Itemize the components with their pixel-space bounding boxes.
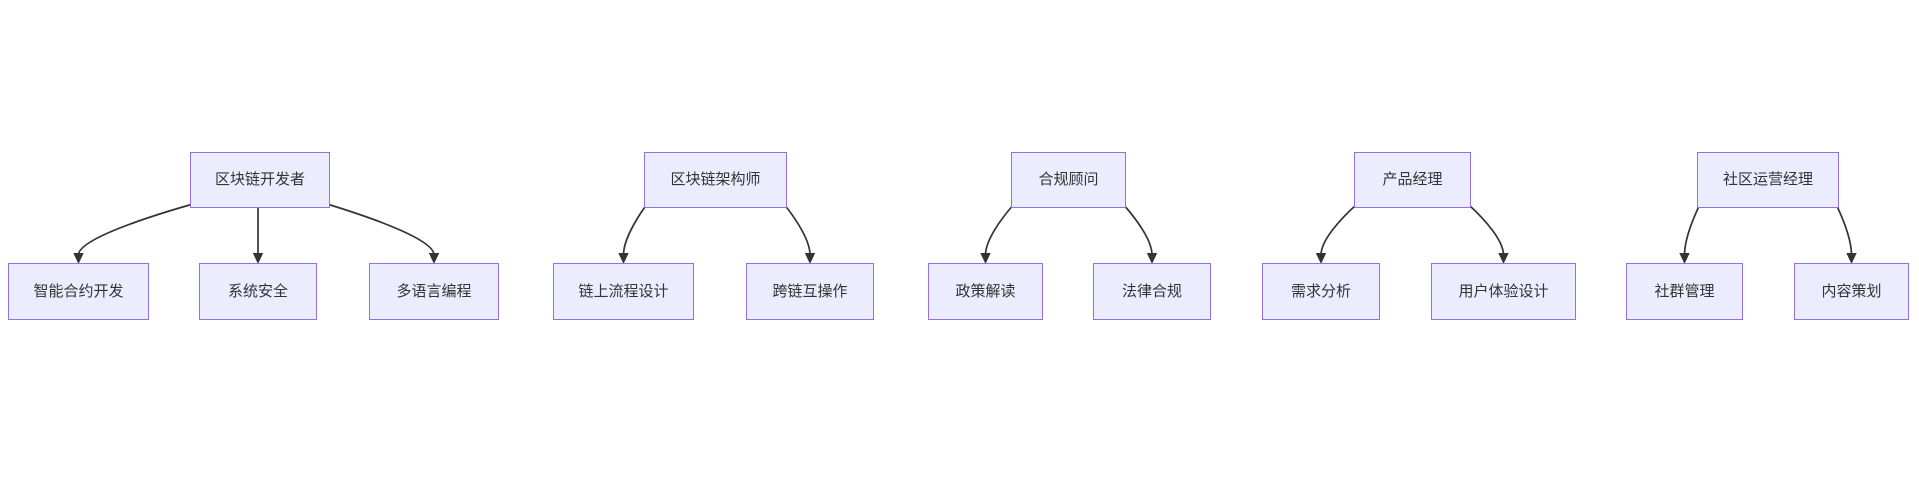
child-node-label: 多语言编程 xyxy=(396,282,472,300)
child-node-label: 法律合规 xyxy=(1121,282,1182,300)
edge-connector xyxy=(1683,203,1701,256)
edge-connector xyxy=(1320,203,1358,256)
edge-connector xyxy=(326,203,435,256)
node-product-manager: 产品经理 xyxy=(1354,152,1471,208)
node-community-management: 社群管理 xyxy=(1626,263,1743,320)
edge-connector xyxy=(783,203,811,256)
edge-connector xyxy=(1122,203,1153,256)
edge-connector xyxy=(984,203,1015,256)
root-node-label: 社区运营经理 xyxy=(1722,171,1813,188)
node-user-experience-design: 用户体验设计 xyxy=(1431,263,1576,320)
child-node-label: 链上流程设计 xyxy=(578,282,669,300)
node-content-planning: 内容策划 xyxy=(1794,263,1909,320)
child-node-label: 系统安全 xyxy=(227,282,288,300)
node-blockchain-developer: 区块链开发者 xyxy=(190,152,330,208)
node-policy-interpretation: 政策解读 xyxy=(928,263,1043,320)
child-node-label: 需求分析 xyxy=(1290,282,1351,300)
node-multilingual-programming: 多语言编程 xyxy=(369,263,499,320)
node-community-operations-manager: 社区运营经理 xyxy=(1697,152,1839,208)
node-legal-compliance: 法律合规 xyxy=(1093,263,1211,320)
root-node-label: 产品经理 xyxy=(1382,171,1443,188)
node-system-security: 系统安全 xyxy=(199,263,317,320)
child-node-label: 用户体验设计 xyxy=(1458,282,1549,300)
node-blockchain-architect: 区块链架构师 xyxy=(644,152,787,208)
edge-connector xyxy=(622,203,648,256)
edge-connector xyxy=(1835,203,1853,256)
child-node-label: 社群管理 xyxy=(1654,282,1715,300)
root-node-label: 区块链架构师 xyxy=(670,171,761,188)
root-node-label: 区块链开发者 xyxy=(214,171,305,188)
child-node-label: 政策解读 xyxy=(955,282,1016,300)
child-node-label: 跨链互操作 xyxy=(772,282,848,300)
child-node-label: 内容策划 xyxy=(1821,282,1882,300)
node-onchain-process-design: 链上流程设计 xyxy=(553,263,694,320)
root-node-label: 合规顾问 xyxy=(1038,171,1099,188)
node-compliance-consultant: 合规顾问 xyxy=(1011,152,1126,208)
node-smart-contract-development: 智能合约开发 xyxy=(8,263,149,320)
edge-connector xyxy=(77,203,194,256)
edge-connector xyxy=(1467,203,1505,256)
node-crosschain-interoperability: 跨链互操作 xyxy=(746,263,874,320)
node-requirements-analysis: 需求分析 xyxy=(1262,263,1380,320)
child-node-label: 智能合约开发 xyxy=(33,282,124,300)
